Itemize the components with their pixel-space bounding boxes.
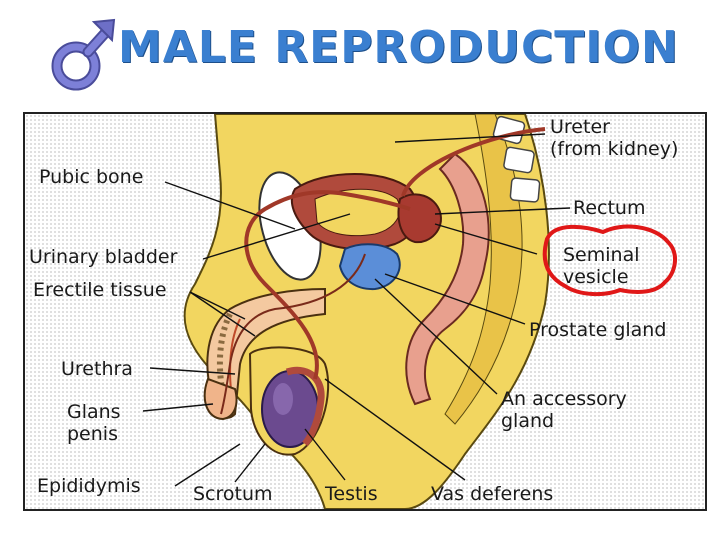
male-symbol-icon (51, 18, 116, 91)
prostate-shape (338, 243, 401, 291)
label-testis: Testis (325, 483, 378, 505)
label-erectile-tissue: Erectile tissue (33, 279, 167, 301)
label-prostate-gland: Prostate gland (529, 319, 667, 341)
label-accessory-gland: An accessory gland (501, 388, 627, 432)
seminal-vesicle-highlight (542, 224, 677, 297)
urethra-shape (220, 253, 366, 415)
label-ureter: Ureter (from kidney) (550, 116, 679, 160)
penis-shape (203, 287, 326, 421)
epididymis-shape (285, 366, 325, 447)
label-urinary-bladder: Urinary bladder (29, 246, 178, 268)
seminal-vesicle-shape (397, 193, 442, 244)
label-pubic-bone: Pubic bone (39, 166, 144, 188)
rectum-shape (405, 152, 490, 406)
label-urethra: Urethra (61, 358, 133, 380)
label-seminal-vesicle: Seminal vesicle (563, 244, 640, 288)
label-scrotum: Scrotum (193, 483, 273, 505)
label-rectum: Rectum (573, 197, 646, 219)
page-title: MALE REPRODUCTION (118, 22, 679, 73)
vas-deferens-shape (244, 190, 411, 380)
leader-lines (142, 133, 571, 487)
anatomy-diagram: Ureter (from kidney) Pubic bone Rectum U… (23, 112, 707, 511)
label-epididymis: Epididymis (37, 475, 141, 497)
label-glans-penis: Glans penis (67, 401, 121, 445)
label-vas-deferens: Vas deferens (431, 483, 554, 505)
